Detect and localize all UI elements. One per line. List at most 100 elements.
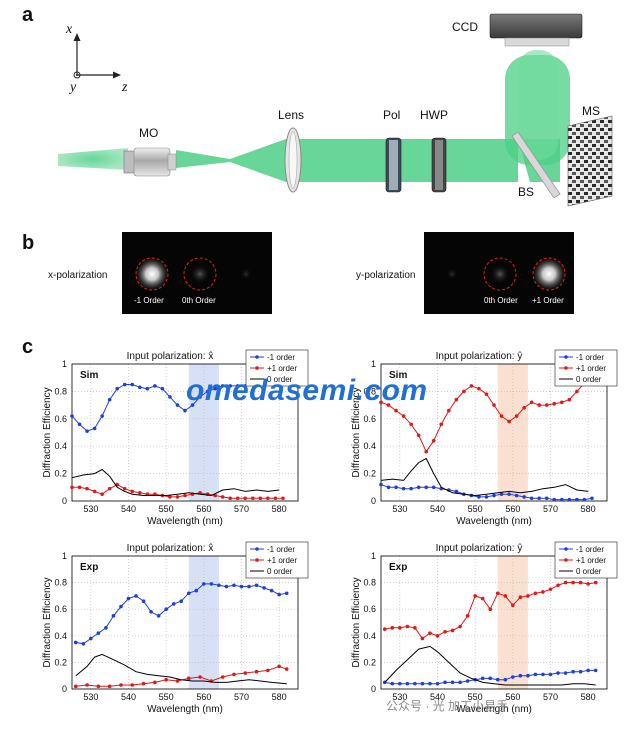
x-tick-label: 580 [581, 504, 596, 514]
data-point [465, 614, 470, 618]
data-point [160, 386, 165, 391]
coordinate-axes [73, 33, 121, 79]
data-point [484, 495, 489, 499]
y-tick-label: 1 [62, 551, 67, 561]
series-line-1 [75, 583, 287, 645]
legend-label: +1 order [576, 556, 606, 565]
data-point [424, 449, 429, 454]
data-point [281, 496, 285, 501]
data-point [119, 683, 123, 687]
data-point [153, 680, 157, 685]
data-point [186, 591, 191, 596]
data-point [235, 496, 240, 501]
x-axis-title: Wavelength (nm) [147, 516, 223, 527]
data-point [514, 414, 519, 418]
y-tick-label: 0.4 [363, 441, 376, 451]
camera-image-y-polarization [424, 232, 574, 314]
data-point [85, 683, 89, 687]
data-point [420, 636, 425, 641]
x-tick-label: 580 [581, 692, 596, 702]
hwp-label: HWP [420, 108, 448, 122]
data-point [556, 671, 560, 675]
series-line-3 [380, 457, 589, 497]
data-point [138, 385, 142, 390]
data-point [499, 492, 504, 496]
data-point [390, 681, 395, 686]
y-tick-label: 0.8 [54, 386, 67, 396]
y-tick-label: 1 [371, 359, 376, 369]
y-tick-label: 0.6 [363, 414, 376, 424]
panel-tag: Sim [80, 370, 98, 381]
data-point [514, 493, 519, 498]
data-point [563, 671, 568, 675]
data-point [394, 408, 398, 413]
x-tick-label: 580 [272, 504, 287, 514]
watermark-text: omedasemi.com [186, 374, 428, 407]
ccd-camera [489, 13, 583, 47]
y-axis-title: Diffraction Efficiency [42, 387, 53, 477]
data-point [435, 681, 440, 686]
y-tick-label: 0.6 [54, 414, 67, 424]
data-point [205, 389, 210, 394]
x-tick-label: 550 [468, 504, 483, 514]
data-point [575, 497, 579, 502]
data-point [379, 482, 383, 487]
x-tick-label: 530 [83, 692, 98, 702]
chart-title: Input polarization: ŷ [436, 543, 523, 554]
polarizer [385, 137, 402, 193]
data-point [556, 583, 560, 588]
data-point [228, 384, 232, 388]
data-point [190, 403, 195, 407]
data-point [153, 384, 157, 388]
data-point [477, 495, 481, 499]
data-point [578, 580, 583, 585]
data-point [401, 414, 406, 418]
data-point [134, 594, 138, 598]
y-pol-spot2-label: +1 Order [532, 296, 564, 305]
data-point [130, 683, 135, 687]
data-point [484, 392, 489, 396]
legend-marker [255, 547, 259, 551]
data-point [586, 668, 590, 673]
data-point [262, 586, 266, 590]
beam-splitter [511, 131, 561, 199]
data-point [495, 677, 500, 682]
pol-label: Pol [383, 108, 401, 122]
data-point [541, 672, 545, 677]
x-tick-label: 540 [121, 504, 136, 514]
panel-c-label: c [22, 336, 34, 358]
legend-label: 0 order [267, 375, 293, 384]
legend-label: -1 order [267, 545, 295, 554]
data-point [548, 672, 553, 677]
data-point [507, 419, 511, 424]
data-point [266, 668, 270, 673]
data-point [183, 408, 187, 413]
x-tick-label: 570 [543, 692, 558, 702]
x-tick-label: 530 [83, 504, 98, 514]
mo-label: MO [139, 126, 159, 140]
camera-image-x-polarization [122, 232, 272, 314]
half-wave-plate [431, 137, 447, 193]
legend-marker [564, 547, 568, 551]
data-point [567, 397, 572, 402]
data-point [379, 400, 383, 405]
data-point [544, 403, 549, 407]
y-axis-title: Diffraction Efficiency [351, 577, 362, 667]
plot-frame [71, 555, 299, 690]
y-polarization-label: y-polarization [356, 270, 416, 281]
data-point [590, 496, 594, 501]
data-point [198, 395, 202, 399]
x-tick-label: 570 [234, 692, 249, 702]
x-tick-label: 570 [234, 504, 249, 514]
data-point [111, 614, 116, 618]
data-point [73, 684, 78, 689]
legend-label: 0 order [576, 375, 602, 384]
legend-marker [564, 355, 568, 359]
data-point [119, 604, 123, 609]
data-point [224, 584, 229, 589]
data-point [586, 582, 590, 586]
data-point [202, 582, 206, 586]
data-point [243, 671, 248, 675]
metasurface [567, 115, 613, 207]
